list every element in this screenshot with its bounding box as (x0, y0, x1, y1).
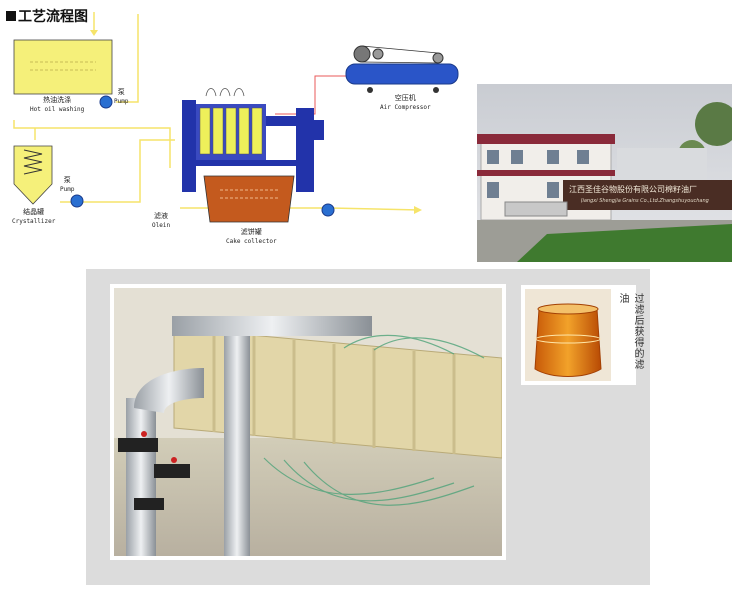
pump-label: 泵 Pump (60, 176, 75, 193)
filter-press (182, 88, 324, 192)
oil-sample-card: 过滤后获得的滤油 (521, 285, 643, 385)
factory-photo: 江西圣佳谷物股份有限公司棉籽油厂 Jiangxi Shengjia Grains… (477, 84, 732, 262)
filter-press-photo-image (114, 288, 503, 556)
cake-collector-label: 滤饼罐 Cake collector (226, 228, 277, 245)
title-bullet-icon (6, 11, 16, 21)
pump-label: 泵 Pump (114, 88, 129, 105)
diagram-title-text: 工艺流程图 (18, 9, 88, 25)
olein-label: 滤液 Olein (152, 212, 171, 229)
factory-sign-english: Jiangxi Shengjia Grains Co.,Ltd.Zhangshu… (581, 198, 709, 204)
pump-icon (70, 194, 84, 208)
diagram-title: 工艺流程图 (6, 6, 88, 26)
crystallizer-tank (13, 145, 53, 205)
filter-press-photo (110, 284, 506, 560)
process-flow-diagram (13, 12, 459, 223)
air-compressor-label: 空压机 Air Compressor (380, 94, 431, 111)
air-line (275, 75, 350, 115)
crystallizer-label: 结晶罐 Crystallizer (12, 208, 56, 225)
oil-caption: 过滤后获得的滤油 (617, 293, 643, 370)
flow-arrow-icon (90, 30, 98, 36)
air-compressor (345, 45, 459, 93)
hot-oil-label: 热油洗涤 Hot oil washing (30, 96, 85, 113)
pump-icon (321, 203, 335, 217)
factory-photo-image (477, 84, 732, 262)
pump-icon (99, 95, 113, 109)
factory-sign-text: 江西圣佳谷物股份有限公司棉籽油厂 (569, 185, 697, 194)
oil-jar-image (525, 289, 611, 381)
flow-arrow-icon (414, 206, 422, 214)
hot-oil-tank (13, 39, 113, 95)
cake-collector (203, 175, 295, 223)
